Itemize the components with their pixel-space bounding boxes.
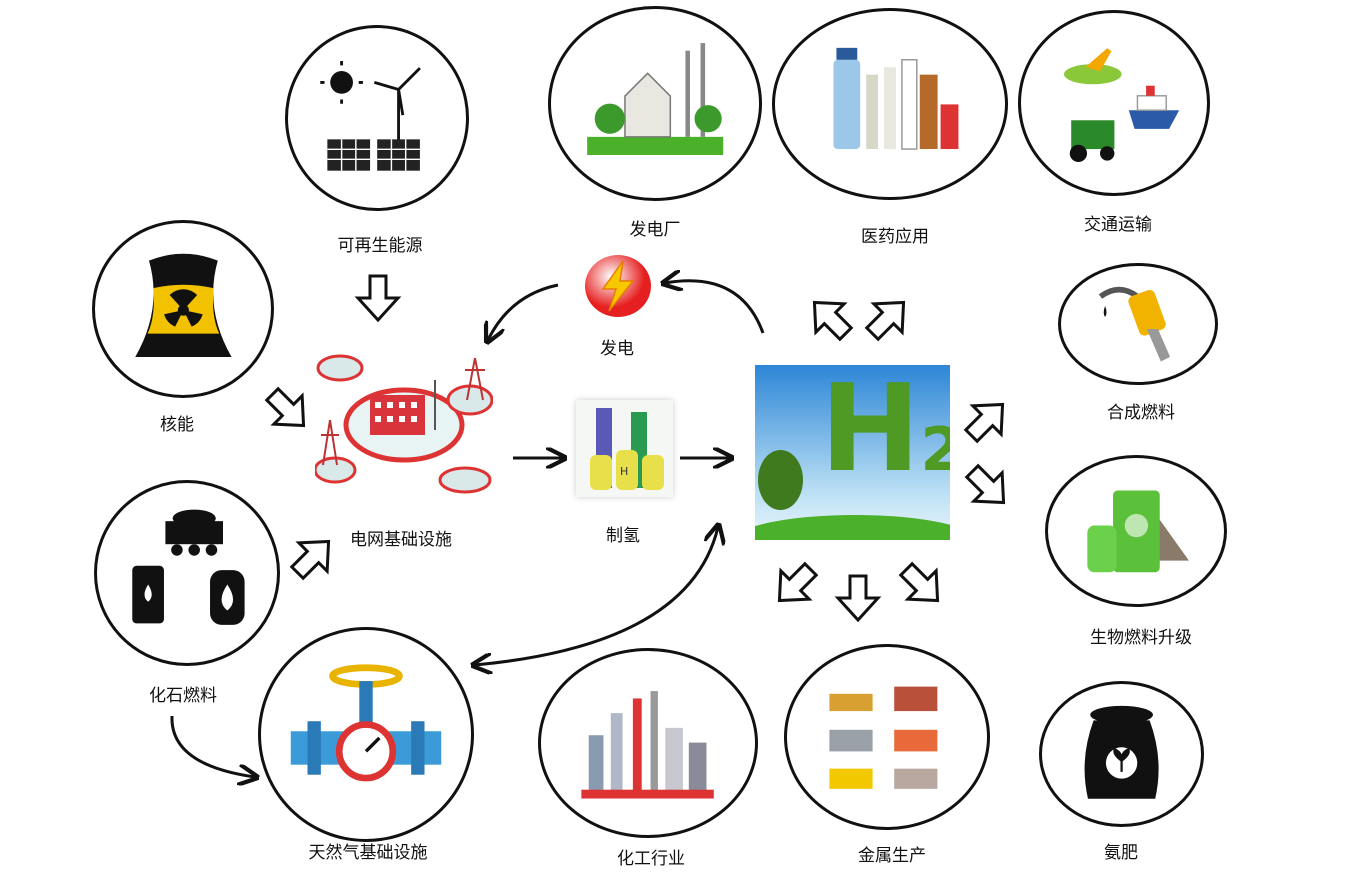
metal-production-node xyxy=(784,644,990,830)
solar-wind-icon xyxy=(306,46,448,190)
electrolyzer-image: H xyxy=(576,400,673,497)
medicine-node xyxy=(772,8,1008,200)
arrow-renewable-to-grid xyxy=(358,276,398,320)
gas-valve-icon xyxy=(282,651,450,818)
medicine-label: 医药应用 xyxy=(861,222,929,247)
transport-node xyxy=(1018,10,1210,196)
gas-infrastructure-label: 天然气基础设施 xyxy=(309,838,428,863)
biofuel-bin-icon xyxy=(1066,473,1207,590)
chemical-plant-icon xyxy=(562,669,733,816)
arrow-hydrogen-to-power xyxy=(665,281,763,333)
transport-label: 交通运输 xyxy=(1084,210,1152,235)
vehicles-icon xyxy=(1040,31,1189,175)
metal-production-label: 金属生产 xyxy=(858,841,926,866)
arrow-nuclear-to-grid xyxy=(258,380,317,439)
fossil-fuel-label: 化石燃料 xyxy=(149,681,217,706)
fossil-fuel-node xyxy=(94,480,280,666)
power-plant-node xyxy=(548,6,762,201)
coal-oil-gas-icon xyxy=(115,501,259,645)
arrow-gas-hydrogen-bidirectional xyxy=(475,527,718,665)
electrolyzer-icon: H xyxy=(576,400,673,497)
fuel-nozzle-icon xyxy=(1076,278,1199,371)
arrow-to-biofuel xyxy=(958,457,1017,516)
power-plant-icon xyxy=(572,28,738,179)
synthetic-fuel-node xyxy=(1058,263,1218,385)
chemical-industry-node xyxy=(538,648,758,838)
ammonia-label: 氨肥 xyxy=(1104,838,1138,863)
svg-text:H: H xyxy=(620,465,628,478)
hydrogen-hub-image: H2 xyxy=(755,365,950,540)
arrow-to-metal xyxy=(838,576,878,620)
arrow-to-chemical xyxy=(765,555,824,614)
arrow-power-to-grid xyxy=(488,285,558,340)
lightning-icon xyxy=(583,253,653,319)
arrow-fossil-to-gas xyxy=(172,716,255,777)
electrolysis-label: 制氢 xyxy=(606,521,640,546)
power-generation-label: 发电 xyxy=(600,334,634,359)
h2-symbol: H2 xyxy=(820,370,950,490)
biofuel-label: 生物燃料升级 xyxy=(1090,623,1192,648)
renewable-energy-label: 可再生能源 xyxy=(338,231,423,256)
renewable-energy-node xyxy=(285,25,469,211)
hill xyxy=(755,515,950,540)
chemical-industry-label: 化工行业 xyxy=(617,844,685,869)
grid-infrastructure-label: 电网基础设施 xyxy=(350,525,452,550)
power-grid-icon xyxy=(315,340,493,498)
power-generation-image xyxy=(583,253,653,319)
medicine-bottles-icon xyxy=(798,30,982,179)
gas-infrastructure-node xyxy=(258,627,474,842)
arrow-to-medicine xyxy=(858,288,917,347)
biofuel-node xyxy=(1045,455,1227,607)
tree-icon xyxy=(758,450,803,510)
arrow-to-power-plant xyxy=(800,288,859,347)
nuclear-plant-icon xyxy=(113,240,254,378)
arrow-fossil-to-grid xyxy=(283,527,342,586)
nuclear-label: 核能 xyxy=(160,410,194,435)
arrow-to-ammonia xyxy=(892,555,951,614)
ammonia-node xyxy=(1039,681,1204,827)
arrow-to-synthetic-fuel xyxy=(957,390,1016,449)
fertilizer-bag-icon xyxy=(1058,698,1185,810)
power-plant-label: 发电厂 xyxy=(630,215,681,240)
synthetic-fuel-label: 合成燃料 xyxy=(1107,398,1175,423)
factories-icon xyxy=(807,665,967,809)
nuclear-node xyxy=(92,220,274,398)
grid-infrastructure-image xyxy=(315,340,493,498)
